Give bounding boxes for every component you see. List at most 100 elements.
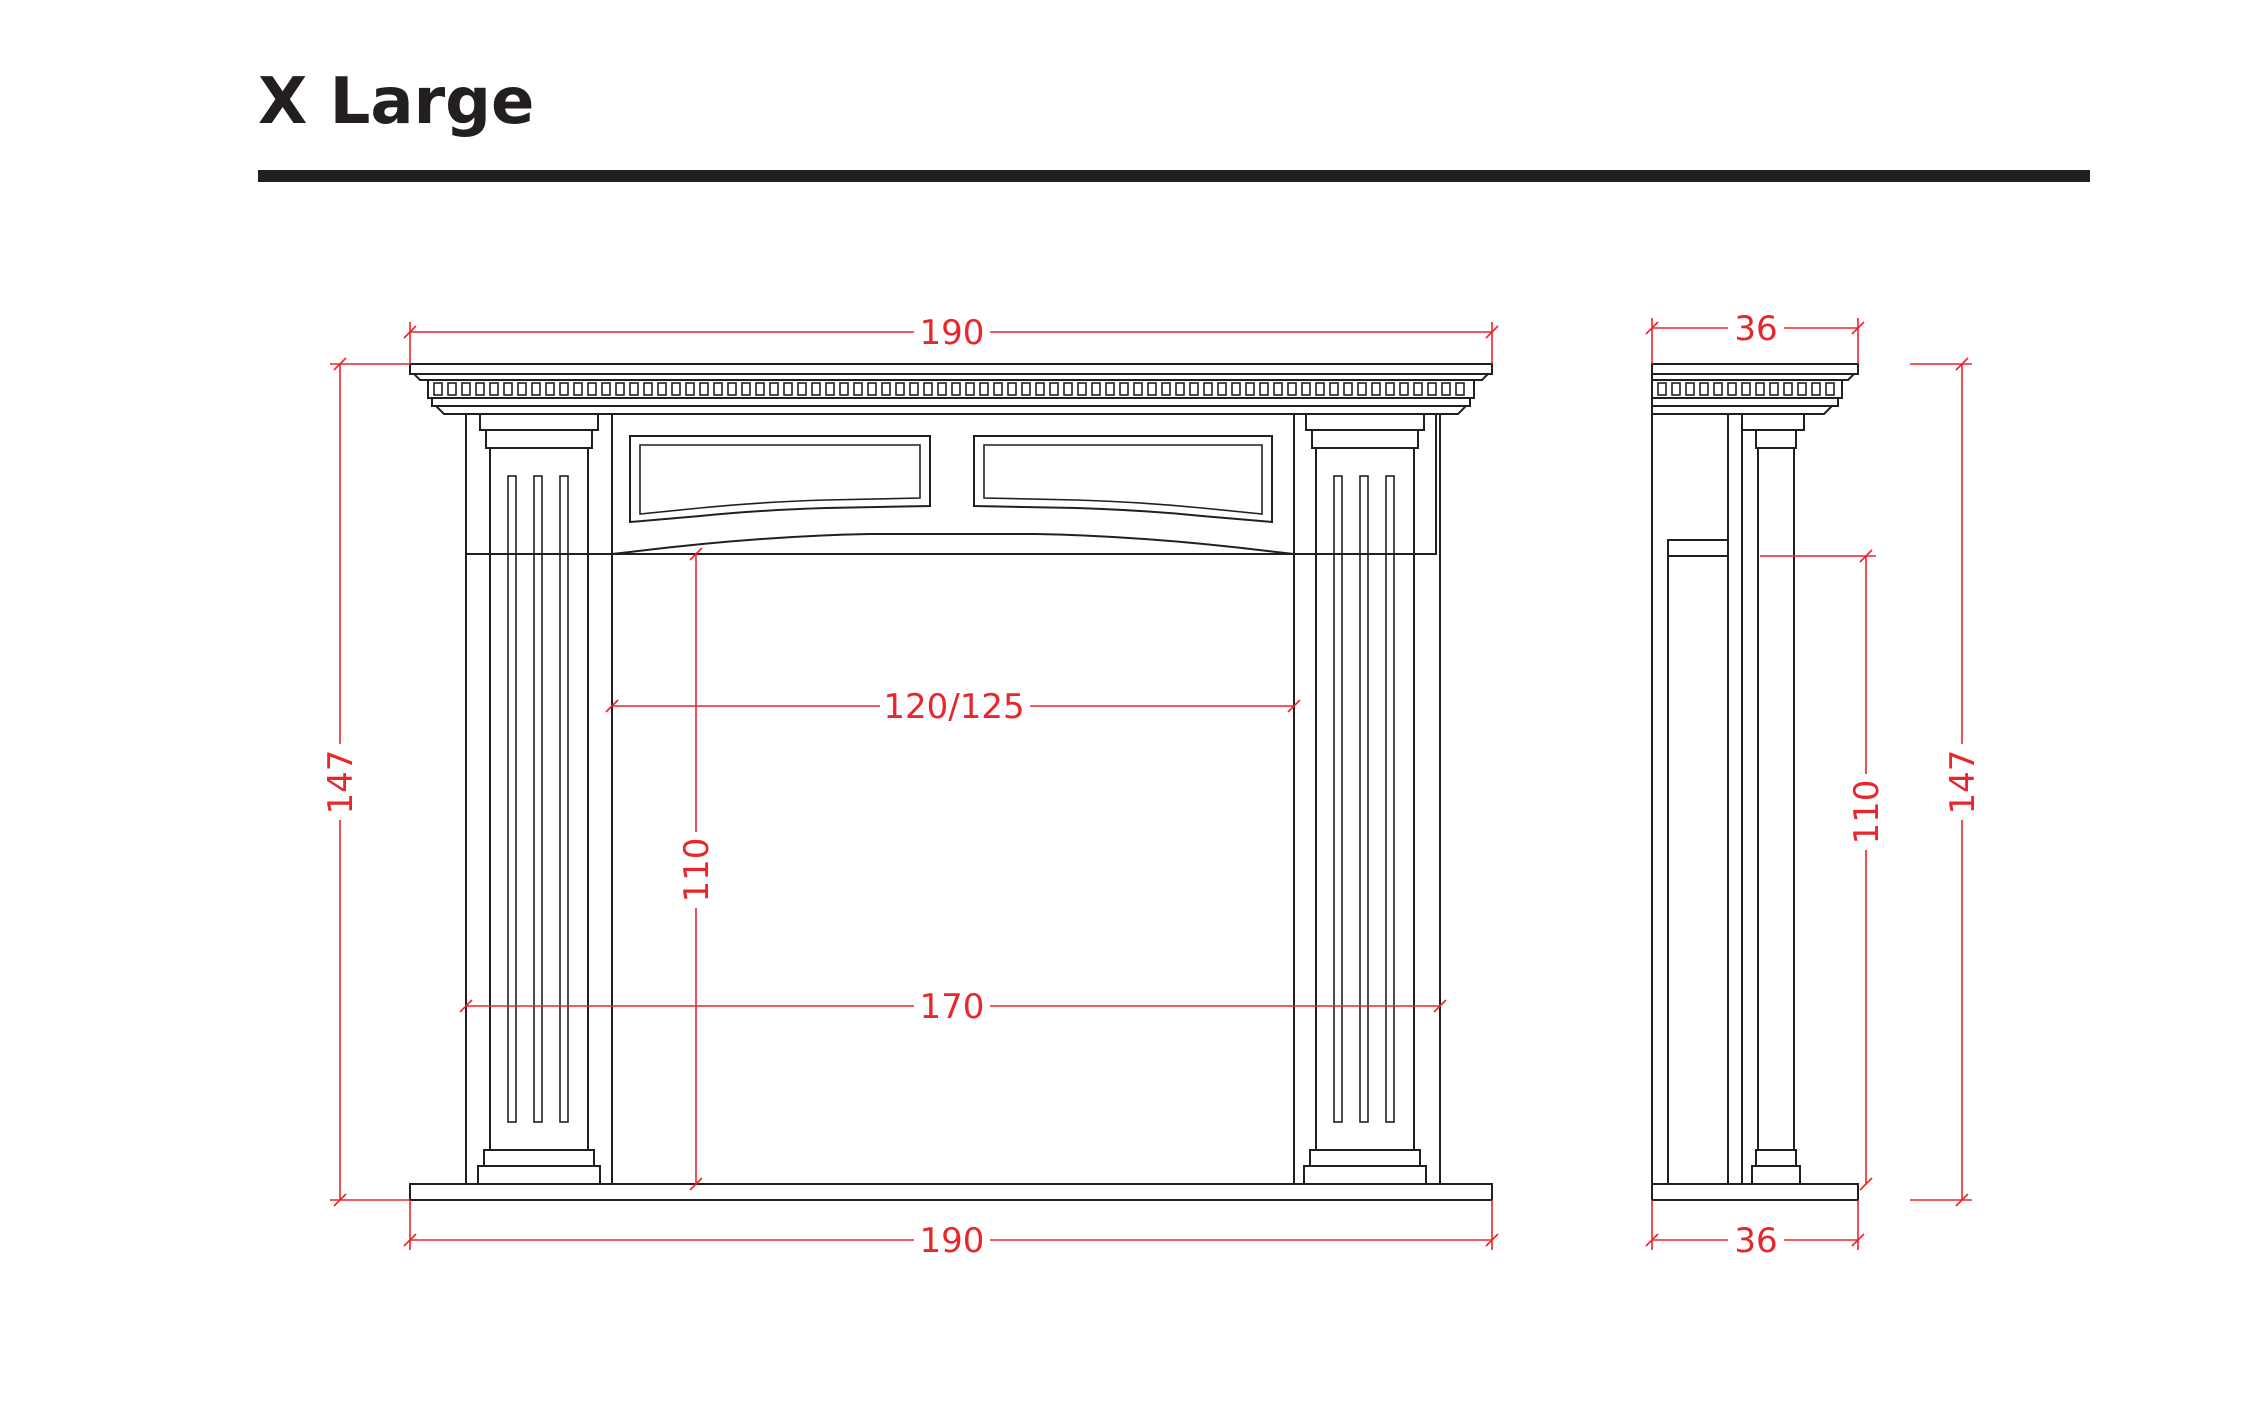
dentil-block xyxy=(1021,382,1031,396)
dentil-block xyxy=(1315,382,1325,396)
dentil-block xyxy=(1077,382,1087,396)
hearth xyxy=(409,1183,1493,1201)
dentil-block xyxy=(965,382,975,396)
dentil-block xyxy=(1329,382,1339,396)
dentil-block xyxy=(1797,382,1807,396)
dim-side-overall-height: 147 xyxy=(1910,357,1983,1207)
frieze-panel-right xyxy=(973,435,1273,524)
dentil-block xyxy=(937,382,947,396)
dentil-block xyxy=(1049,382,1059,396)
side-view: 36 110 147 36 xyxy=(1645,308,1983,1261)
dentil-block xyxy=(1287,382,1297,396)
side-pilaster xyxy=(1741,413,1805,1185)
dim-label-opening-height: 110 xyxy=(677,838,717,903)
left-pilaster xyxy=(465,413,613,1185)
dim-label-overall-width-top: 190 xyxy=(920,313,985,353)
dentil-block xyxy=(1273,382,1283,396)
dentil-block xyxy=(853,382,863,396)
dentil-block xyxy=(755,382,765,396)
dim-label-overall-height: 147 xyxy=(321,750,361,815)
dentil-block xyxy=(951,382,961,396)
dentil-block xyxy=(1657,382,1667,396)
dentil-block xyxy=(783,382,793,396)
dentil-block xyxy=(531,382,541,396)
dentil-block xyxy=(1301,382,1311,396)
dim-side-depth-top: 36 xyxy=(1645,308,1865,364)
dim-label-side-overall-height: 147 xyxy=(1943,750,1983,815)
dentil-block xyxy=(559,382,569,396)
dentil-block xyxy=(1811,382,1821,396)
dentil-block xyxy=(629,382,639,396)
dentil-block xyxy=(1413,382,1423,396)
dentil-block xyxy=(601,382,611,396)
side-ledge xyxy=(1667,539,1729,557)
dim-overall-width-top: 190 xyxy=(403,312,1499,364)
dentil-block xyxy=(811,382,821,396)
dim-overall-height: 147 xyxy=(320,357,410,1207)
front-view: 190 147 120/125 110 xyxy=(320,312,1499,1261)
dentil-block xyxy=(657,382,667,396)
dentil-block xyxy=(727,382,737,396)
dentil-block xyxy=(1427,382,1437,396)
dentil-block xyxy=(867,382,877,396)
dentil-block xyxy=(1727,382,1737,396)
dentil-block xyxy=(923,382,933,396)
dentil-block xyxy=(881,382,891,396)
right-pilaster xyxy=(1293,413,1441,1185)
dentil-block xyxy=(1105,382,1115,396)
dentil-block xyxy=(1441,382,1451,396)
dentil-block xyxy=(1357,382,1367,396)
dentil-block xyxy=(671,382,681,396)
dentil-block xyxy=(1713,382,1723,396)
dentil-block xyxy=(1385,382,1395,396)
dentil-block xyxy=(643,382,653,396)
mantel-shelf xyxy=(409,363,1493,415)
dentil-block xyxy=(1371,382,1381,396)
dentil-block xyxy=(825,382,835,396)
side-hearth xyxy=(1651,1183,1859,1201)
dentil-block xyxy=(1455,382,1465,396)
dentil-block xyxy=(1203,382,1213,396)
dentil-block xyxy=(1133,382,1143,396)
dentil-block xyxy=(769,382,779,396)
dim-opening-width: 120/125 xyxy=(605,686,1301,727)
dentil-block xyxy=(685,382,695,396)
dentil-block xyxy=(979,382,989,396)
dentil-block xyxy=(1007,382,1017,396)
dentil-block xyxy=(1671,382,1681,396)
dentil-block xyxy=(1119,382,1129,396)
dentil-block xyxy=(1063,382,1073,396)
dentil-block xyxy=(517,382,527,396)
dentil-block xyxy=(1217,382,1227,396)
dentil-block xyxy=(713,382,723,396)
dentil-block xyxy=(587,382,597,396)
dentil-block xyxy=(475,382,485,396)
frieze-arch xyxy=(611,533,1295,555)
dentil-block xyxy=(699,382,709,396)
dentil-row xyxy=(433,382,1465,396)
dentil-block xyxy=(1699,382,1709,396)
dentil-block xyxy=(909,382,919,396)
page-title: X Large xyxy=(258,65,535,139)
dim-label-side-depth-bottom: 36 xyxy=(1734,1221,1777,1261)
dentil-block xyxy=(797,382,807,396)
side-shelf xyxy=(1651,363,1859,415)
dim-label-side-depth-top: 36 xyxy=(1734,309,1777,349)
dentil-block xyxy=(1161,382,1171,396)
dentil-block xyxy=(433,382,443,396)
dentil-block xyxy=(615,382,625,396)
dentil-block xyxy=(993,382,1003,396)
dim-label-side-opening-height: 110 xyxy=(1847,780,1887,845)
dentil-block xyxy=(1189,382,1199,396)
dentil-block xyxy=(1245,382,1255,396)
dentil-block xyxy=(461,382,471,396)
dentil-block xyxy=(1231,382,1241,396)
side-wall-line xyxy=(1727,413,1743,1185)
dentil-block xyxy=(1091,382,1101,396)
dim-side-depth-bottom: 36 xyxy=(1645,1200,1865,1261)
dentil-block xyxy=(447,382,457,396)
dentil-block xyxy=(545,382,555,396)
dentil-block xyxy=(489,382,499,396)
side-dentil-row xyxy=(1657,382,1835,396)
